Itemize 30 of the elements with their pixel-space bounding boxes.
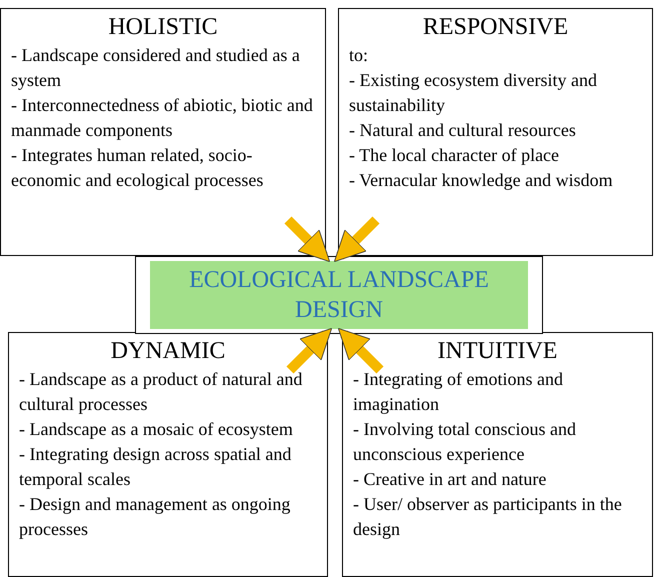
bullet-text: - Existing ecosystem diversity and sustainability [349, 69, 598, 117]
bullet-text: - Integrates human related, socio-economic and ecological processes [11, 144, 264, 192]
arrow [338, 328, 384, 374]
text-box [342, 332, 653, 577]
bullet-text: - Landscape as a mosaic of ecosystem [19, 418, 294, 441]
text-box [8, 332, 328, 577]
bullet-text: - Creative in art and nature [353, 468, 548, 491]
text-box [0, 8, 326, 256]
bullet-text: - Integrating design across spatial and temporal scales [19, 443, 292, 491]
bullet-text: - Vernacular knowledge and wisdom [349, 169, 614, 192]
bullet-text: - Interconnectedness of abiotic, biotic and manmade components [11, 94, 314, 142]
bullet-text: - Design and management as ongoing processes [19, 493, 292, 541]
bullet-text: - User/ observer as participants in the design [353, 493, 623, 541]
bullet-text: - Landscape considered and studied as a system [11, 44, 301, 92]
arrow [334, 216, 380, 262]
arrow [286, 328, 332, 374]
box-heading: DYNAMIC [110, 337, 226, 365]
arrow [284, 216, 330, 262]
bullet-text: - Natural and cultural resources [349, 119, 577, 142]
text-box [338, 8, 653, 256]
bullet-text: - Involving total conscious and unconscious experience [353, 418, 577, 466]
bullet-text: - Integrating of emotions and imagination [353, 368, 564, 416]
center-title: ECOLOGICAL LANDSCAPE DESIGN [150, 261, 528, 329]
box-heading: INTUITIVE [436, 337, 558, 365]
bullet-text: - The local character of place [349, 144, 560, 167]
box-heading: HOLISTIC [107, 13, 219, 41]
center-box [135, 256, 543, 334]
bullet-text: - Landscape as a product of natural and cultural processes [19, 368, 304, 416]
box-heading: RESPONSIVE [422, 13, 570, 41]
bullet-text: to: [349, 44, 370, 67]
